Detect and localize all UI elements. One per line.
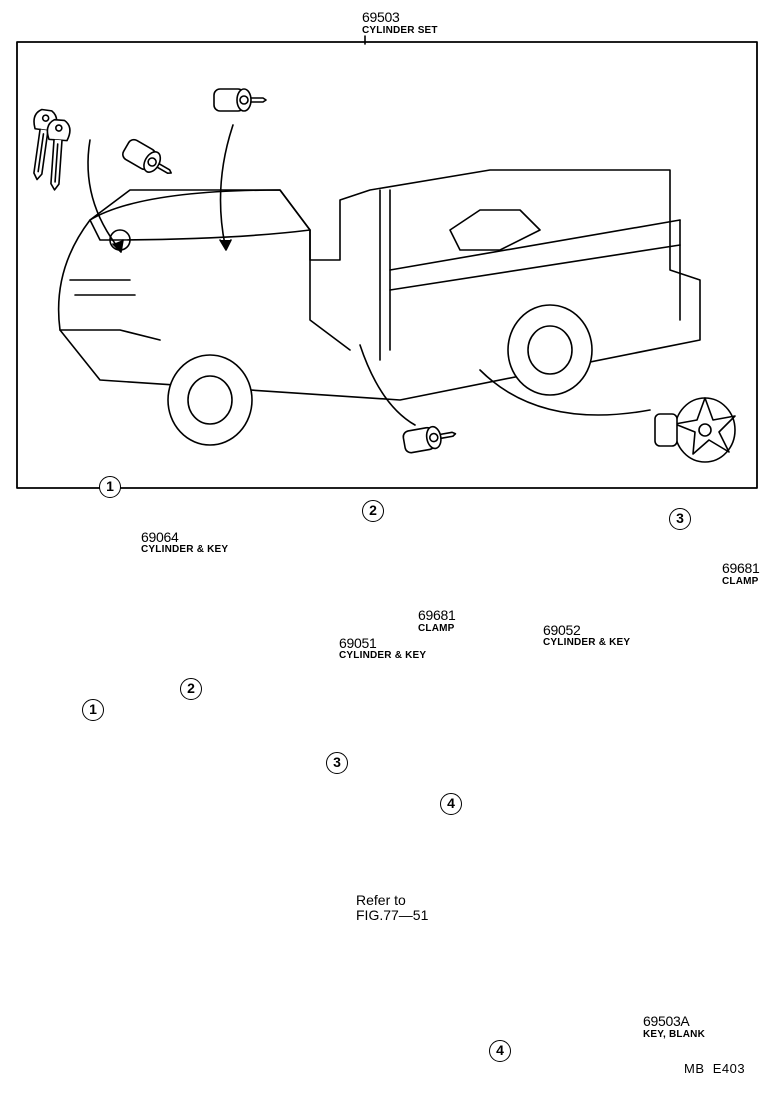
truck-callout-1: 1 bbox=[82, 699, 104, 721]
group4-refer-line1: Refer to bbox=[356, 892, 406, 908]
group3-clamp-part-number: 69681 bbox=[722, 560, 760, 576]
top-arrow-rear bbox=[219, 124, 234, 246]
group1-part-name: CYLINDER & KEY bbox=[141, 544, 229, 555]
group2-clamp-name: CLAMP bbox=[418, 623, 455, 634]
cylinder-set-frame bbox=[16, 41, 758, 489]
truck-callout-3: 3 bbox=[326, 752, 348, 774]
group3-clamp-name: CLAMP bbox=[722, 576, 759, 587]
callout-group-1: 1 bbox=[99, 476, 121, 498]
group2-part-number: 69051 bbox=[339, 635, 377, 651]
top-rear-cylinder bbox=[213, 88, 267, 112]
truck-callout-4: 4 bbox=[440, 793, 462, 815]
truck-callout-2: 2 bbox=[180, 678, 202, 700]
top-arrow-door bbox=[359, 344, 416, 426]
top-front-cylinder-key bbox=[25, 107, 178, 192]
callout-group-2: 2 bbox=[362, 500, 384, 522]
blank-key-name: KEY, BLANK bbox=[643, 1029, 706, 1040]
set-part-number: 69503 bbox=[362, 9, 400, 25]
top-arrow-front bbox=[87, 139, 121, 251]
set-part-name: CYLINDER SET bbox=[362, 25, 438, 36]
diagram-code: MB E403 bbox=[684, 1061, 746, 1076]
group2-clamp-part-number: 69681 bbox=[418, 607, 456, 623]
callout-group-3: 3 bbox=[669, 508, 691, 530]
callout-group-4: 4 bbox=[489, 1040, 511, 1062]
top-arrow-fuel bbox=[479, 369, 651, 416]
top-door-cylinder bbox=[401, 422, 459, 455]
top-fuel-cap bbox=[654, 397, 736, 463]
group2-part-name: CYLINDER & KEY bbox=[339, 650, 427, 661]
group4-refer-line2: FIG.77—51 bbox=[356, 907, 429, 923]
top-truck-illustration bbox=[57, 169, 701, 446]
group3-part-number: 69052 bbox=[543, 622, 581, 638]
group1-part-number: 69064 bbox=[141, 529, 179, 545]
blank-key-part-number: 69503A bbox=[643, 1013, 690, 1029]
group3-part-name: CYLINDER & KEY bbox=[543, 637, 631, 648]
